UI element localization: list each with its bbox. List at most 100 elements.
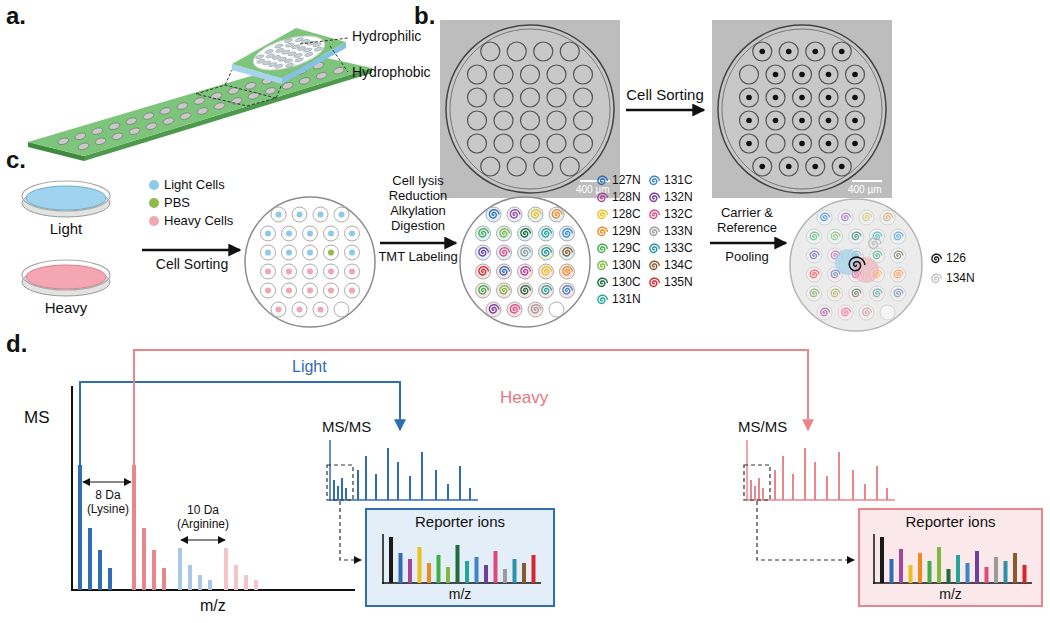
slide-well (159, 107, 171, 116)
chip-well (539, 245, 554, 260)
legend-item: 128C (596, 208, 641, 222)
ms1-peaks-part (108, 568, 112, 590)
slide-well (193, 97, 205, 106)
micro-well (846, 88, 865, 107)
inset-well (273, 64, 284, 69)
sorted-cell (826, 95, 832, 101)
legend-text: 133C (664, 242, 693, 256)
ms1-peaks-part (208, 580, 212, 590)
reporter-zoom-part (757, 501, 854, 560)
axis-label: m/z (200, 597, 226, 615)
ms1-peaks-part (188, 565, 192, 590)
ms1-peaks-part (78, 465, 82, 590)
legend-text: 134C (664, 259, 693, 273)
chip-well (549, 302, 564, 317)
slide-well (210, 91, 222, 100)
axis (382, 583, 541, 585)
tmt-spiral (821, 308, 830, 316)
tmt-spiral (500, 267, 510, 275)
ms1-peaks-part (132, 465, 136, 590)
panel-label: c. (6, 146, 26, 174)
tmt-spiral (894, 289, 903, 297)
chip-well (282, 226, 297, 241)
legend-text: 132N (664, 191, 693, 205)
tmt-spiral (894, 232, 903, 240)
msms-peak (864, 484, 866, 500)
chip-well (497, 226, 512, 241)
reporter-peak (880, 537, 884, 583)
tmt-spiral (531, 210, 541, 218)
chip-well (261, 226, 276, 241)
precursor-brackets-part (80, 382, 400, 465)
legend-text: 133N (664, 225, 693, 239)
pooled-blob (808, 231, 820, 243)
chip-well (891, 286, 906, 301)
msms-axes-part (329, 440, 331, 501)
tmt-spiral (500, 229, 510, 237)
micro-well (753, 42, 772, 61)
tmt-spiral (521, 286, 531, 294)
tmt-spiral (563, 286, 573, 294)
legend-item: 128N (596, 191, 641, 205)
tmt-spiral (479, 248, 489, 256)
chip-well (486, 302, 501, 317)
reporter-peak (513, 559, 517, 583)
slide-well (74, 132, 86, 141)
chip-well (303, 245, 318, 260)
precursor-brackets-part (134, 350, 808, 465)
reporter-peak (899, 549, 903, 583)
tmt-spiral (500, 286, 510, 294)
micro-well (494, 111, 513, 130)
micro-well (574, 65, 593, 84)
slide-well (91, 127, 103, 136)
swatch-spiral (650, 176, 660, 184)
chip-well (497, 283, 512, 298)
reporter-peak (965, 563, 969, 583)
inset-well (313, 47, 324, 52)
ms1-peaks-part (162, 568, 166, 590)
micro-well (560, 42, 579, 61)
legend-item: PBS (148, 196, 190, 211)
micrograph-part (450, 29, 610, 189)
slide-well (264, 86, 276, 95)
slide-wells (57, 61, 345, 151)
zoom-lines-part (196, 85, 276, 106)
inset-well (284, 63, 295, 68)
msms-peak (337, 486, 339, 500)
swatch-spiral (598, 261, 608, 269)
legend-swatch (648, 277, 660, 289)
sorted-cell (812, 164, 818, 170)
legend-item: 132C (648, 208, 693, 222)
msms-peak (886, 488, 888, 500)
msms-peak (876, 466, 878, 500)
chip-well (849, 229, 864, 244)
slide-well (299, 76, 311, 85)
chip-well (313, 302, 328, 317)
chip-well (476, 245, 491, 260)
msms-peak (758, 478, 760, 500)
process-arrows-part (142, 249, 240, 252)
msms-peak (345, 488, 347, 500)
micro-well (521, 134, 540, 153)
inset-well (294, 57, 305, 62)
micro-well (521, 111, 540, 130)
chip-well (282, 245, 297, 260)
reporter-peak (994, 557, 998, 583)
reporter-box: Reporter ionsm/z (858, 508, 1043, 607)
chip-well (324, 245, 339, 260)
chip-well (324, 283, 339, 298)
inset-well (273, 44, 284, 49)
inset-well (283, 58, 294, 63)
micro-well (740, 88, 759, 107)
legend-item: 131N (596, 293, 641, 307)
reporter-peak (522, 563, 526, 583)
pooled-blob (892, 269, 904, 281)
dish-label: Heavy (18, 299, 114, 316)
msms-axes (329, 440, 895, 501)
slide-well (213, 102, 225, 111)
chip-well (345, 226, 360, 241)
cell-dot (307, 269, 313, 275)
sorted-cell (799, 141, 805, 147)
micro-well (521, 88, 540, 107)
legend-swatch (648, 175, 660, 187)
